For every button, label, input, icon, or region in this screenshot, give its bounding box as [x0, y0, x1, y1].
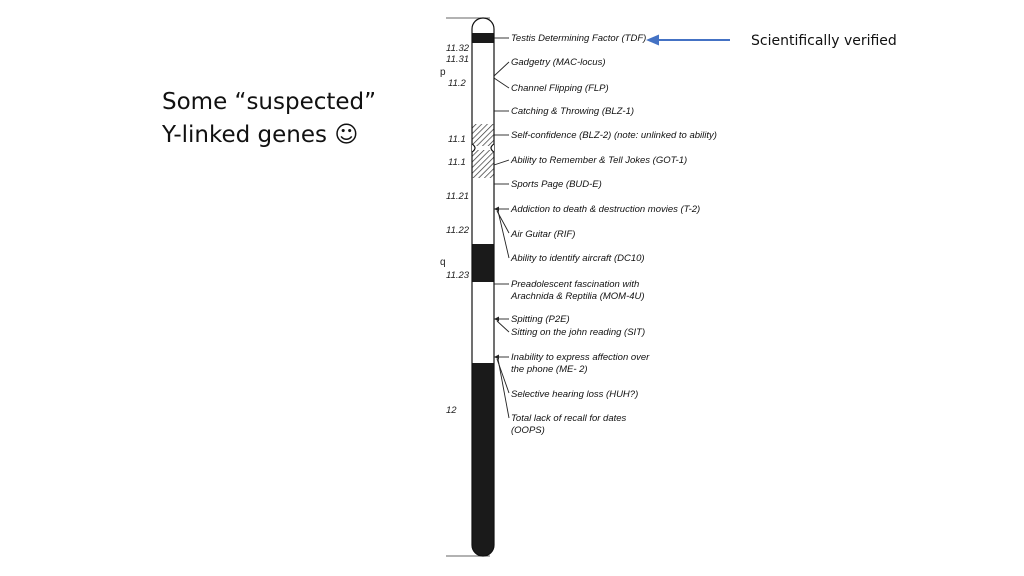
band-dark-q-12 — [472, 363, 494, 556]
slide-title: Some “suspected” Y-linked genes ☺ — [162, 86, 376, 152]
leader-line-aircraft — [497, 210, 510, 259]
band-hatched-p — [472, 124, 494, 146]
gene-label-self-confidence: Self-confidence (BLZ-2) (note: unlinked … — [511, 130, 717, 141]
gene-label-spitting: Spitting (P2E) — [511, 314, 570, 325]
band-hatched-q — [472, 150, 494, 178]
gene-label-arachnida: Preadolescent fascination with Arachnida… — [510, 279, 645, 302]
gene-label-movies: Addiction to death & destruction movies … — [510, 204, 700, 215]
centromere — [471, 143, 495, 153]
band-label-12: 12 — [446, 405, 457, 416]
band-label-11-22: 11.22 — [446, 225, 470, 236]
leader-arrowheads — [494, 206, 499, 360]
arrowhead-spitting — [494, 316, 499, 322]
verified-arrow — [646, 34, 730, 46]
leader-lines — [493, 37, 510, 419]
gene-label-affection: Inability to express affection over the … — [511, 352, 652, 375]
gene-label-air-guitar: Air Guitar (RIF) — [510, 229, 575, 240]
leader-line-dates — [497, 358, 510, 419]
arm-label-q: q — [440, 257, 446, 268]
band-label-11-23: 11.23 — [446, 270, 470, 281]
scientifically-verified-note: Scientifically verified — [751, 33, 897, 49]
arrowhead-affection — [494, 354, 499, 360]
title-line-2-text: Y-linked genes — [162, 122, 327, 148]
title-line-2: Y-linked genes ☺ — [162, 119, 376, 152]
smiley-icon: ☺ — [334, 122, 359, 148]
gene-label-sports-page: Sports Page (BUD-E) — [511, 179, 602, 190]
band-label-11-32: 11.32 — [446, 43, 470, 54]
gene-label-dates: Total lack of recall for dates (OOPS) — [511, 413, 629, 436]
gene-label-channel-flipping: Channel Flipping (FLP) — [511, 83, 609, 94]
band-label-11-31: 11.31 — [446, 54, 469, 65]
band-dark-q-11-23 — [472, 244, 494, 282]
arm-label-p: p — [440, 67, 446, 78]
gene-label-gadgetry: Gadgetry (MAC-locus) — [511, 57, 606, 68]
band-label-11-1-p: 11.1 — [448, 134, 466, 145]
leader-line-channel-flipping — [493, 77, 510, 89]
title-line-1: Some “suspected” — [162, 89, 377, 115]
verified-arrow-head — [646, 34, 659, 46]
gene-label-sitting: Sitting on the john reading (SIT) — [511, 327, 645, 338]
band-dark-p-tip — [472, 33, 494, 43]
chromosome — [472, 18, 494, 556]
band-label-11-21: 11.21 — [446, 191, 469, 202]
gene-label-catching: Catching & Throwing (BLZ-1) — [511, 106, 634, 117]
leader-line-sitting — [496, 320, 510, 333]
arrowhead-movies — [494, 206, 499, 212]
leader-line-gadgetry — [493, 61, 510, 77]
gene-label-tdf: Testis Determining Factor (TDF) — [511, 33, 646, 44]
gene-label-hearing: Selective hearing loss (HUH?) — [511, 389, 638, 400]
gene-label-aircraft: Ability to identify aircraft (DC10) — [510, 253, 645, 264]
band-label-11-2: 11.2 — [448, 78, 467, 89]
band-label-11-1-q: 11.1 — [448, 157, 466, 168]
gene-label-jokes: Ability to Remember & Tell Jokes (GOT-1) — [510, 155, 687, 166]
leader-line-jokes — [493, 159, 510, 166]
chromosome-outline — [471, 17, 495, 557]
